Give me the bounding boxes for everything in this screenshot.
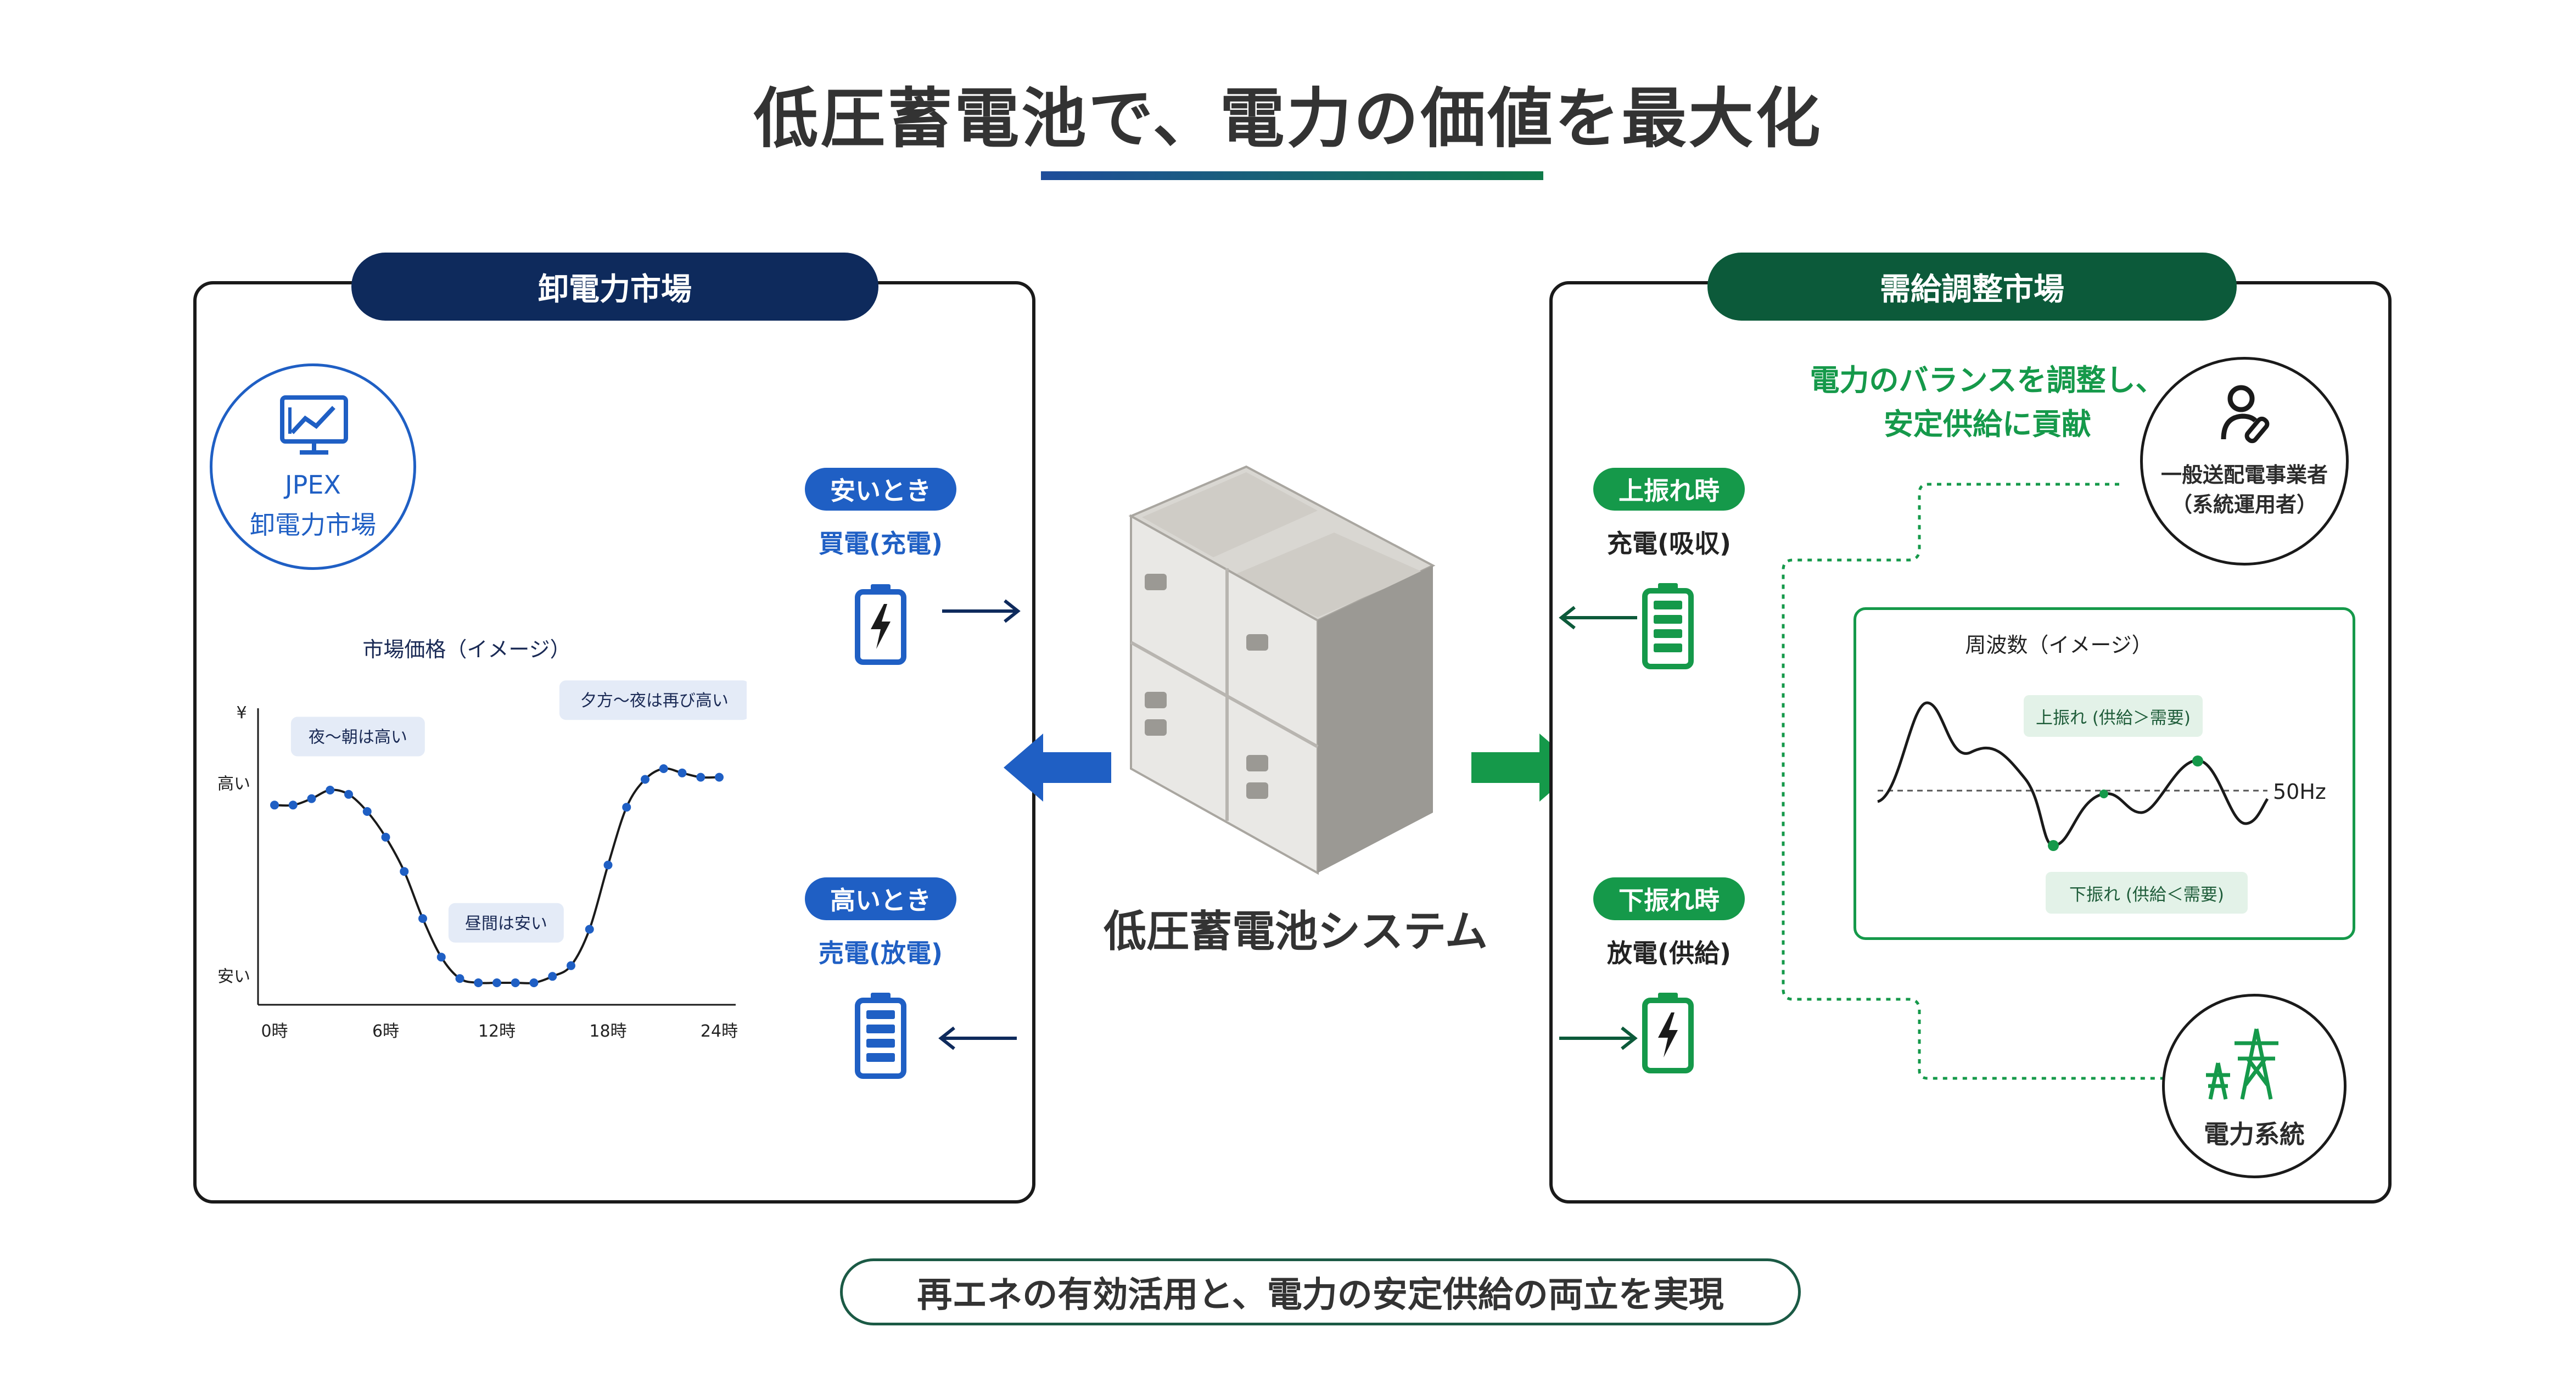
annotation-label: 夕方〜夜は再び高い	[580, 691, 729, 710]
bottom-summary: 再エネの有効活用と、電力の安定供給の両立を実現	[840, 1258, 1801, 1325]
frequency-up-label: 上振れ (供給＞需要)	[2024, 695, 2203, 737]
frequency-title: 周波数（イメージ）	[1965, 633, 2153, 657]
price-point	[288, 801, 298, 810]
jpex-label: JPEX	[285, 470, 341, 500]
battery-charging-green-icon	[1642, 993, 1694, 1073]
price-point	[622, 803, 631, 812]
price-point	[529, 978, 539, 987]
x-tick-label: 24時	[701, 1022, 738, 1041]
jpex-badge	[210, 363, 416, 570]
price-point	[641, 775, 649, 784]
arrow-right-green-icon	[1559, 1026, 1638, 1050]
y-axis-label: ¥	[236, 703, 247, 723]
price-point	[567, 961, 575, 970]
price-point	[362, 807, 372, 816]
price-point	[548, 972, 557, 981]
price-point	[659, 764, 668, 773]
battery-cabinet-illustration	[1128, 465, 1436, 875]
grid-badge	[2162, 994, 2347, 1178]
battery-full-green-icon	[1642, 583, 1694, 669]
balance-headline-2: 安定供給に貢献	[1884, 407, 2091, 441]
price-point	[344, 790, 353, 799]
price-point	[696, 773, 705, 782]
balancing-market-tab: 需給調整市場	[1707, 253, 2237, 321]
page-title: 低圧蓄電池で、電力の価値を最大化	[753, 81, 1823, 156]
arrow-right-icon	[942, 599, 1021, 623]
transmission-tower-icon	[2206, 1028, 2278, 1100]
frequency-down-label: 下振れ (供給＜需要)	[2046, 872, 2248, 914]
price-point	[418, 914, 427, 923]
x-tick-label: 6時	[372, 1022, 399, 1041]
battery-full-icon	[855, 993, 906, 1079]
annotation-bubble	[448, 903, 564, 943]
frequency-trough-point	[2048, 840, 2059, 851]
price-point	[400, 867, 409, 876]
price-point	[715, 773, 724, 782]
frequency-reference: 50Hz	[2273, 780, 2326, 804]
big-arrow-left-icon	[1004, 734, 1111, 802]
price-point	[511, 978, 520, 987]
price-point	[455, 974, 464, 983]
dotted-connectors	[1782, 483, 2163, 1080]
price-point	[326, 786, 335, 794]
arrow-left-green-icon	[1559, 606, 1637, 630]
price-point	[585, 925, 594, 934]
frequency-peak-point	[2192, 755, 2203, 766]
up-pill: 上振れ時	[1593, 468, 1745, 511]
high-action: 売電(放電)	[818, 938, 943, 968]
annotation-label: 夜〜朝は高い	[309, 728, 407, 747]
price-point	[381, 832, 390, 842]
operator-sub-label: （系統運用者）	[2171, 492, 2317, 517]
battery-system-label: 低圧蓄電池システム	[1104, 907, 1488, 956]
x-tick-label: 18時	[589, 1022, 626, 1041]
up-action: 充電(吸収)	[1606, 529, 1732, 558]
y-tick-label: 高い	[217, 774, 250, 793]
person-icon	[2221, 385, 2270, 444]
x-tick-label: 12時	[478, 1022, 516, 1041]
wholesale-market-tab: 卸電力市場	[351, 253, 878, 321]
operator-label: 一般送配電事業者	[2160, 463, 2328, 487]
price-point	[270, 801, 279, 810]
down-action: 放電(供給)	[1606, 938, 1732, 968]
high-pill: 高いとき	[805, 877, 956, 920]
chart-title: 市場価格（イメージ）	[362, 637, 571, 662]
y-tick-label: 安い	[217, 967, 250, 986]
grid-label: 電力系統	[2204, 1120, 2305, 1149]
jpex-market-label: 卸電力市場	[250, 510, 376, 540]
price-point	[492, 978, 501, 987]
price-point	[436, 953, 446, 962]
cheap-pill: 安いとき	[805, 468, 956, 511]
x-tick-label: 0時	[261, 1022, 288, 1041]
price-point	[307, 794, 316, 803]
price-point	[603, 860, 613, 870]
frequency-line	[1877, 701, 2269, 847]
title-underline	[1041, 171, 1543, 180]
cheap-action: 買電(充電)	[818, 529, 943, 558]
monitor-chart-icon	[280, 395, 348, 455]
balance-headline-1: 電力のバランスを調整し、	[1810, 363, 2165, 398]
frequency-mid-point	[2099, 790, 2108, 798]
price-point	[677, 768, 687, 777]
price-line	[274, 767, 720, 984]
price-point	[474, 978, 483, 987]
arrow-left-icon	[938, 1026, 1017, 1050]
frequency-chart	[1877, 701, 2269, 851]
battery-charging-icon	[855, 584, 906, 665]
down-pill: 下振れ時	[1593, 877, 1745, 920]
annotation-bubble	[559, 680, 747, 720]
operator-badge	[2140, 357, 2349, 566]
annotation-bubble	[290, 717, 425, 757]
annotation-label: 昼間は安い	[465, 914, 547, 933]
